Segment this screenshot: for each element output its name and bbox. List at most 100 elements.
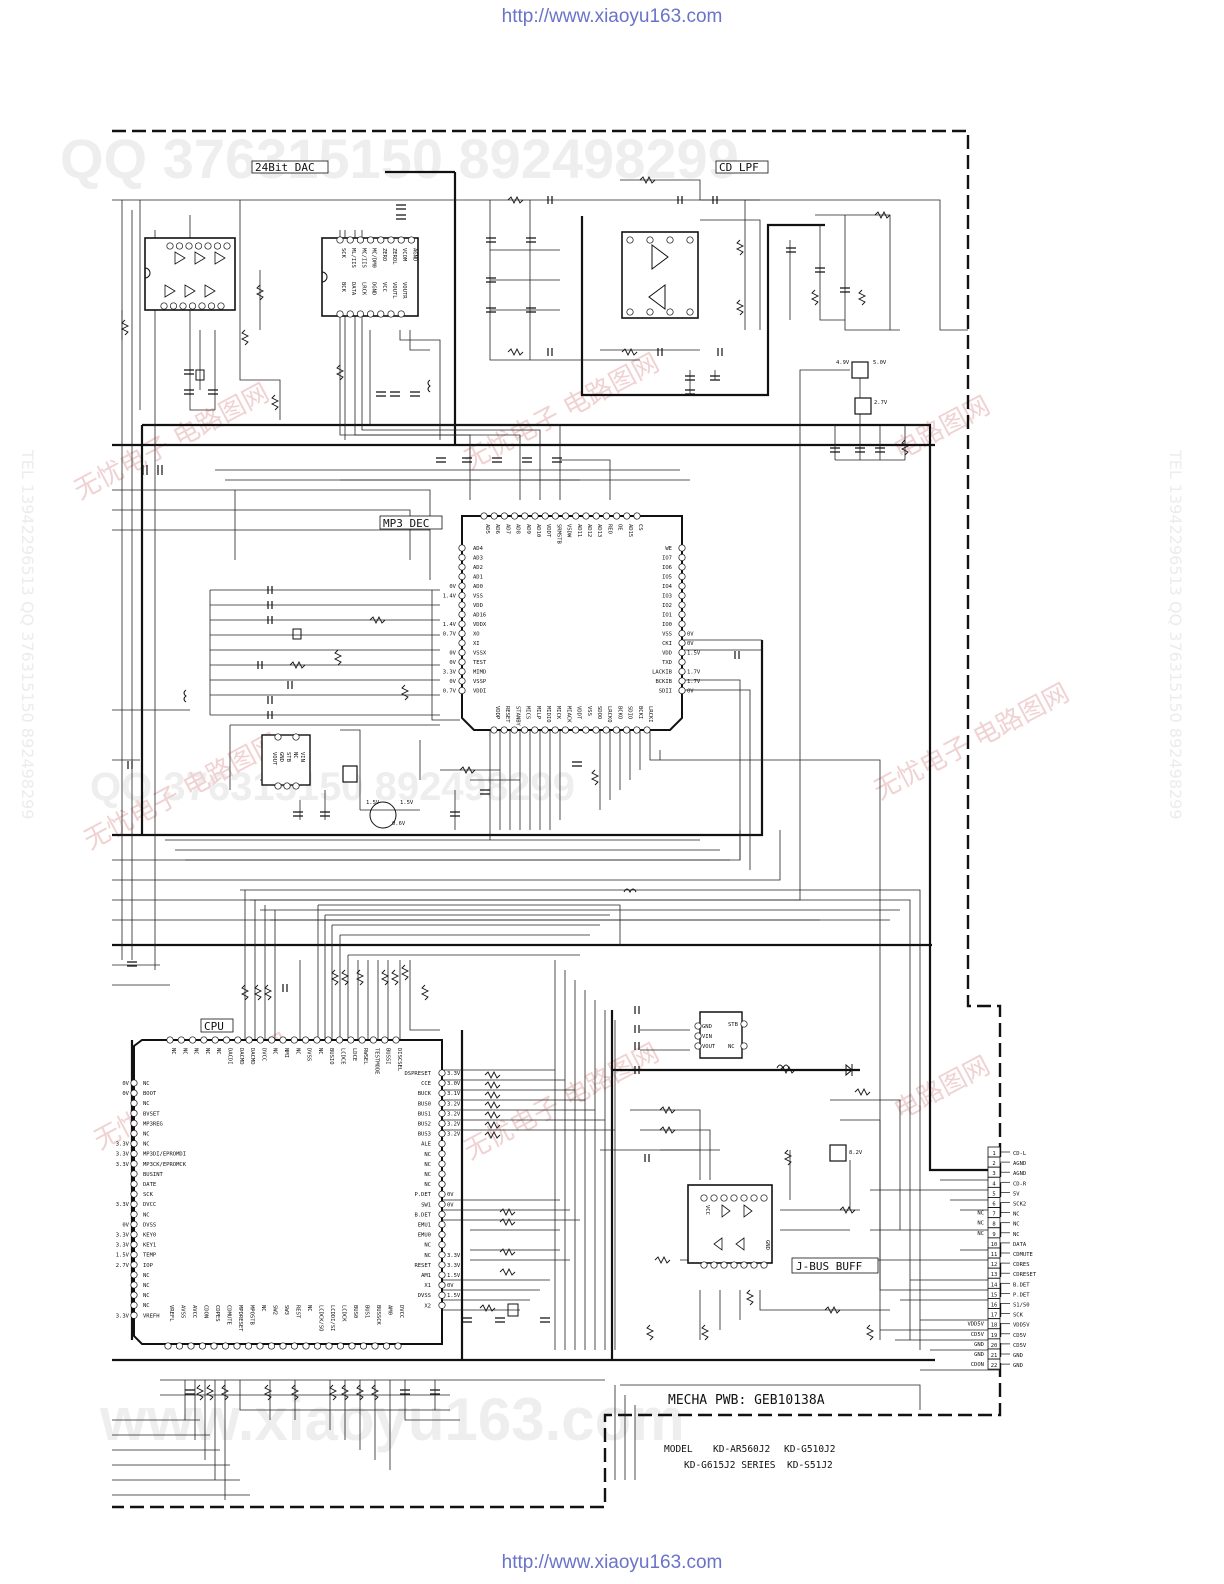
connector-pin-number: 18 — [991, 1323, 998, 1329]
mp3-left-pin-label: MIMD — [473, 670, 486, 676]
mp3-pin-left-7 — [458, 610, 466, 619]
cpu-bottom-pin-label: AM0 — [387, 1305, 393, 1315]
cpu-pin-right-1 — [438, 1079, 446, 1087]
mp3-pin-left-4 — [458, 582, 466, 590]
mp3-bottom-pin-label: SDOO — [596, 706, 602, 719]
cpu-top-pin-label: BUSIO — [328, 1048, 334, 1065]
dac-pin-top-0 — [336, 236, 344, 244]
mp3-pin-left-14 — [458, 677, 466, 685]
dac-bottom-pin-label: VOUTL — [391, 282, 397, 299]
connector-pin-name: CDRESET — [1013, 1272, 1037, 1278]
mp3-pin-group: AD4AD3AD2AD1AD00VVSS1.4VVDDAD16VDDX1.4VX… — [443, 512, 701, 734]
cpu-pin-bottom-8 — [256, 1342, 264, 1350]
cpu-left-pin-label: BVSET — [143, 1111, 160, 1117]
cpu-left-voltage: 0V — [122, 1081, 129, 1087]
passive-misc — [183, 369, 853, 1317]
jbus-vcc-label: VCC — [704, 1205, 710, 1215]
source-url-top[interactable]: http://www.xiaoyu163.com — [501, 6, 723, 27]
reg1-pin-label: GND — [278, 752, 284, 762]
reg-label-1v5b: 1.5V — [366, 800, 380, 806]
mp3-left-pin-label: AD0 — [473, 584, 483, 590]
cpu-bottom-pin-label: AVSS — [180, 1305, 186, 1318]
mp3-pin-left-9 — [458, 629, 466, 638]
lpf-pin-bottom-1 — [646, 308, 654, 316]
cpu-pin-left-18 — [130, 1261, 138, 1269]
cpu-pin-top-15 — [335, 1036, 344, 1044]
dac-top-pin-label: ZEROL — [391, 248, 397, 265]
dac-pin-bottom-0 — [336, 310, 344, 318]
mp3-right-pin-label: VSS — [662, 632, 672, 638]
reg1-pin-label: VOUT — [271, 752, 277, 766]
mp3-pin-bottom-14 — [633, 726, 641, 734]
connector-pin-number: 12 — [991, 1262, 998, 1268]
buffer-pin-bottom-2 — [179, 302, 187, 310]
mp3-bottom-pin-label: LRCKO — [606, 706, 612, 723]
connector-pin-name: GND — [1013, 1363, 1023, 1369]
cpu-pin-top-1 — [177, 1036, 185, 1044]
reg2-pin-1 — [694, 1032, 702, 1040]
mp3-pin-right-2 — [678, 563, 686, 571]
connector-pin-number: 14 — [991, 1282, 998, 1288]
mp3-pin-bottom-13 — [623, 726, 631, 734]
connector-pin-name: CD5V — [1013, 1333, 1027, 1339]
cpu-pin-top-17 — [358, 1036, 366, 1044]
cpu-pin-bottom-20 — [394, 1342, 402, 1350]
jbus-pin-top-2 — [720, 1194, 728, 1202]
cpu-pin-bottom-9 — [267, 1342, 276, 1350]
cpu-top-pin-label: TESTMODE — [373, 1048, 379, 1075]
mp3-pin-top-2 — [500, 512, 508, 520]
cpu-bottom-pin-label: REST — [295, 1305, 301, 1319]
mp3-right-pin-label: VDD — [662, 651, 672, 657]
cpu-left-pin-label: NC — [143, 1142, 150, 1148]
cpu-pin-bottom-15 — [336, 1342, 345, 1350]
cpu-pin-top-2 — [189, 1036, 197, 1044]
watermark-cn-5: 无忧电子 电路图网 — [459, 1038, 664, 1166]
cpu-pin-bottom-6 — [233, 1342, 241, 1350]
capacitors — [127, 196, 885, 1395]
buffer-ic — [144, 237, 236, 311]
mp3-pin-left-12 — [458, 658, 466, 666]
mp3-bottom-pin-label: SDIO — [627, 706, 633, 719]
dac-pin-top-4 — [377, 236, 385, 244]
cpu-right-pin-label: X1 — [424, 1283, 431, 1289]
cpu-pin-left-15 — [130, 1230, 138, 1239]
jbus-pin-top-1 — [710, 1194, 718, 1202]
cpu-top-pin-label: NC — [294, 1048, 300, 1055]
cpu-left-pin-label: MP3DI/EPROMDI — [143, 1152, 186, 1158]
reg2-pin-label: GND — [702, 1024, 712, 1030]
mp3-left-pin-label: XO — [473, 632, 480, 638]
cpu-left-pin-label: TEMP — [143, 1253, 157, 1259]
source-url-bottom[interactable]: http://www.xiaoyu163.com — [501, 1552, 723, 1573]
reg2-pin-label: VOUT — [702, 1044, 716, 1050]
cpu-pin-right-0 — [438, 1069, 446, 1077]
cpu-pin-bottom-7 — [244, 1342, 253, 1350]
cpu-pin-bottom-4 — [210, 1342, 218, 1350]
cpu-pin-top-7 — [245, 1036, 253, 1044]
mp3-pin-right-9 — [678, 629, 686, 638]
connector-net-label: GND — [974, 1352, 984, 1358]
cpu-pin-top-19 — [381, 1036, 389, 1044]
mp3-top-pin-label: AD7 — [504, 524, 510, 534]
regulator-8v2 — [829, 1144, 847, 1162]
dac-top-pin-label: AGND — [411, 248, 417, 261]
cpu-top-pin-label: DACDI — [227, 1048, 233, 1065]
mp3-right-voltage: 1.7V — [687, 679, 701, 685]
mp3-left-pin-label: AD4 — [473, 546, 484, 552]
mp3-right-pin-label: WE — [665, 546, 672, 552]
model-2a: KD-G615J2 SERIES — [684, 1460, 776, 1471]
connector-pin-name: AGND — [1013, 1171, 1026, 1177]
cpu-pin-left-6 — [130, 1140, 138, 1148]
dac-label-frame — [251, 160, 329, 174]
mp3-pin-top-0 — [480, 512, 488, 520]
cpu-pin-left-17 — [130, 1251, 138, 1259]
cpu-top-pin-label: NC — [170, 1048, 176, 1055]
cpu-pin-bottom-5 — [221, 1342, 230, 1350]
connector-pin-number: 17 — [991, 1313, 998, 1319]
mp3-right-voltage: 1.7V — [687, 670, 701, 676]
cpu-left-voltage: 1.5V — [116, 1253, 130, 1259]
mp3-left-pin-label: VSSP — [473, 679, 487, 685]
mp3-pin-left-15 — [458, 686, 466, 695]
reg2-pin-label: NC — [728, 1044, 735, 1050]
reg1-pin-3 — [283, 782, 291, 790]
mp3-pin-right-4 — [678, 582, 686, 590]
